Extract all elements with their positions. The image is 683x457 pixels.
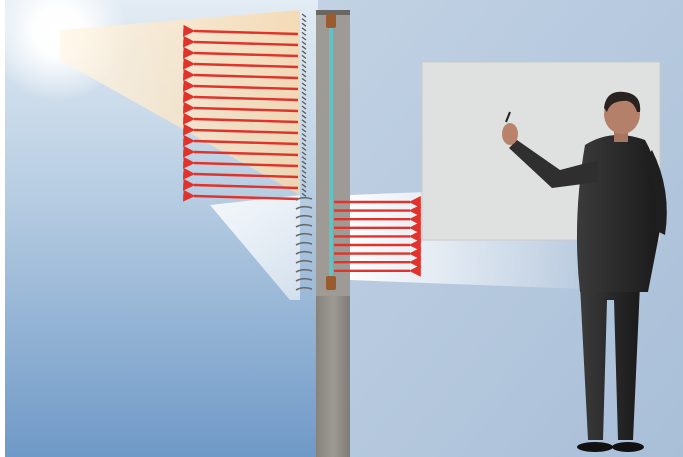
window-pane [329,28,333,276]
window-frame-top [326,14,336,28]
wall-lower [316,296,350,457]
window-frame-bottom [326,276,336,290]
